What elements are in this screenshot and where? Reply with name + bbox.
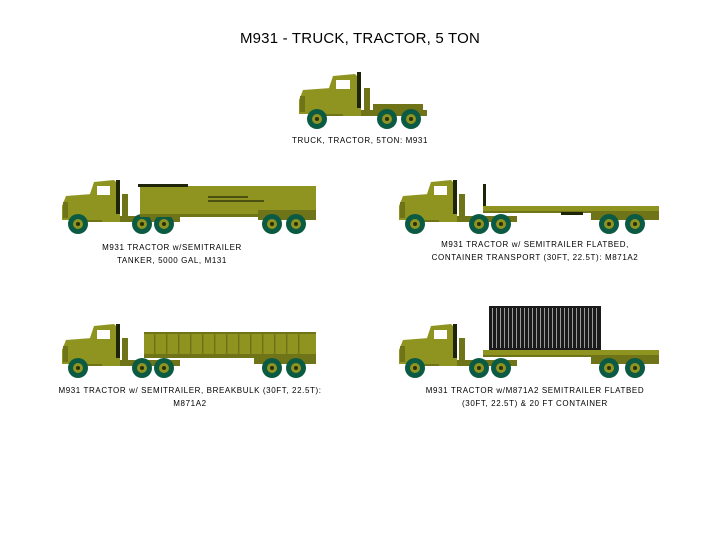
caption-flatbed: M931 TRACTOR w/ SEMITRAILER FLATBED, CON… bbox=[431, 240, 639, 262]
page-title: M931 - TRUCK, TRACTOR, 5 TON bbox=[239, 30, 481, 47]
container-flatbed-illustration bbox=[399, 306, 659, 378]
caption-tractor: TRUCK, TRACTOR, 5TON: M931 bbox=[291, 136, 429, 145]
flatbed-m871a2-illustration bbox=[399, 180, 659, 234]
caption-tanker: M931 TRACTOR w/SEMITRAILER TANKER, 5000 … bbox=[102, 243, 242, 265]
caption-container-flatbed: M931 TRACTOR w/M871A2 SEMITRAILER FLATBE… bbox=[425, 386, 645, 408]
breakbulk-m871a2-illustration bbox=[62, 324, 316, 378]
tanker-m131-illustration bbox=[62, 180, 316, 234]
caption-breakbulk: M931 TRACTOR w/ SEMITRAILER, BREAKBULK (… bbox=[58, 386, 322, 408]
tractor-m931-illustration bbox=[299, 72, 427, 129]
